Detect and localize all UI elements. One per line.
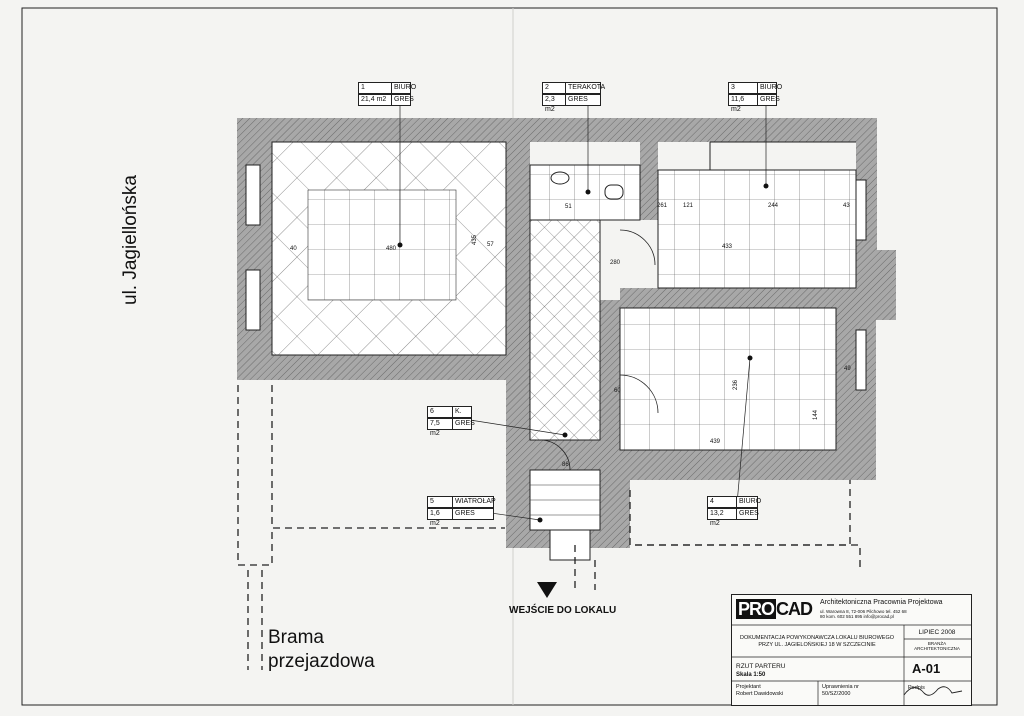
dimension-labels: 480 435 433 244 439 236 144 121 261 60 2… [290, 203, 851, 468]
gate-outline [237, 385, 861, 670]
door-swings [539, 229, 659, 471]
firm-address: ul. Warowna 8, 72-006 Pilchowo tel. 452 … [820, 609, 907, 619]
gate-label-line-2: przejazdowa [268, 651, 375, 672]
room-4-floor [619, 307, 837, 451]
svg-text:280: 280 [610, 260, 621, 266]
room-area: 13,2 m2 [708, 509, 737, 527]
svg-text:433: 433 [722, 244, 733, 250]
gate-label-line-1: Brama [268, 627, 324, 648]
room-floor: GRES [455, 420, 475, 427]
project-branch: BRANŻA ARCHITEKTONICZNA [914, 641, 960, 651]
project-date: LIPIEC 2008 [918, 629, 956, 636]
svg-text:480: 480 [386, 246, 397, 252]
room-1-floor [271, 141, 507, 356]
drawing-scale: Skala 1:50 [736, 672, 766, 678]
project-description: DOKUMENTACJA POWYKONAWCZA LOKALU BIUROWE… [739, 635, 895, 648]
room-name: BIURO [739, 498, 762, 505]
room-area: 21,4 m2 [359, 95, 392, 105]
svg-text:51: 51 [565, 204, 572, 210]
svg-text:439: 439 [710, 439, 721, 445]
svg-text:261: 261 [657, 203, 668, 209]
svg-text:49: 49 [844, 366, 851, 372]
svg-text:86: 86 [562, 462, 569, 468]
svg-text:43: 43 [843, 203, 850, 209]
permission-label: Uprawnienia nr [822, 684, 859, 690]
logo-cad: CAD [776, 599, 813, 619]
room-name: TERAKOTA [568, 84, 606, 91]
room-number: 3 [729, 83, 758, 93]
room-floor: GRES [568, 96, 588, 103]
room-name: BIURO [394, 84, 417, 91]
svg-text:57: 57 [487, 242, 494, 248]
svg-text:435: 435 [472, 234, 478, 245]
svg-text:236: 236 [733, 379, 739, 390]
svg-text:121: 121 [683, 203, 694, 209]
firm-name: Architektoniczna Pracownia Projektowa [820, 599, 943, 606]
windows [245, 164, 867, 391]
designer-name: Robert Dawidowski [736, 691, 784, 697]
room-number: 5 [428, 497, 453, 507]
room-floor: GRES [455, 510, 475, 517]
room-6-floor [529, 219, 601, 441]
room-name: BIURO [760, 84, 783, 91]
room-area: 11,6 m2 [729, 95, 758, 113]
entrance-label: WEJŚCIE DO LOKALU [509, 605, 617, 616]
room-floor: GRES [760, 96, 780, 103]
svg-text:40: 40 [290, 246, 297, 252]
room-2-floor [529, 164, 641, 221]
room-centers [397, 183, 769, 523]
sheet-border [21, 7, 998, 706]
room-name: K. [455, 408, 462, 415]
room-number: 4 [708, 497, 737, 507]
logo-pro: PRO [736, 599, 777, 619]
room-number: 6 [428, 407, 453, 417]
entrance-arrow [537, 582, 557, 598]
room-number: 1 [359, 83, 392, 93]
room-3-floor [657, 141, 857, 289]
room-area: 2,3 m2 [543, 95, 566, 113]
room-floor: GRES [739, 510, 759, 517]
signature-scribble [903, 686, 963, 696]
room-area: 1,6 m2 [428, 509, 453, 527]
title-block-grid [732, 624, 971, 705]
room-floor: GRES [394, 96, 414, 103]
room-area: 7,5 m2 [428, 419, 453, 437]
svg-text:60: 60 [614, 388, 621, 394]
svg-text:144: 144 [813, 409, 819, 420]
drawing-name: RZUT PARTERU [736, 663, 786, 670]
room-name: WIATROŁAP [455, 498, 496, 505]
street-label: ul. Jagiellońska [120, 175, 141, 305]
room-number: 2 [543, 83, 566, 93]
gate-label: Brama przejazdowa [268, 626, 375, 674]
designer-label: Projektant [736, 684, 761, 690]
walls [237, 118, 896, 548]
sheet-number: A-01 [912, 661, 941, 676]
permission-number: 50/SZ/2000 [822, 691, 851, 697]
leader-lines [399, 102, 767, 521]
svg-text:244: 244 [768, 203, 779, 209]
